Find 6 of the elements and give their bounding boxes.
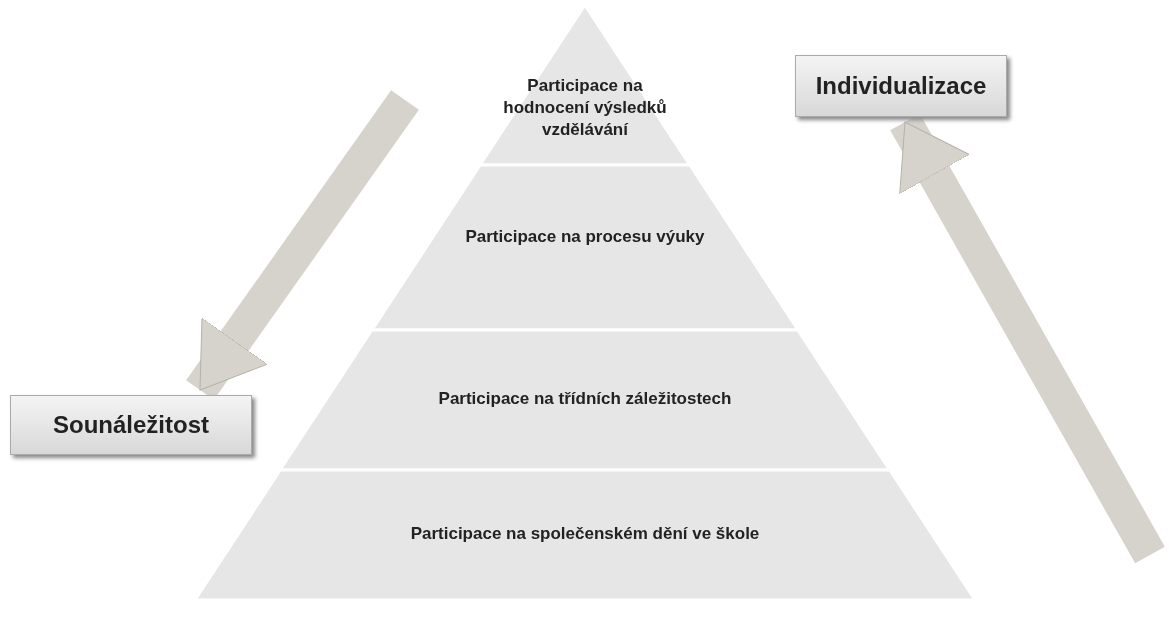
label-box: Sounáležitost bbox=[10, 395, 252, 455]
level-label: Participace na společenském dění ve škole bbox=[409, 523, 761, 545]
level-label: Participace na hodnocení výsledků vzdělávání bbox=[502, 75, 668, 142]
level-label: Participace na procesu výuky bbox=[464, 225, 706, 248]
label-box: Individualizace bbox=[795, 55, 1007, 117]
level-label: Participace na třídních záležitostech bbox=[437, 388, 733, 410]
